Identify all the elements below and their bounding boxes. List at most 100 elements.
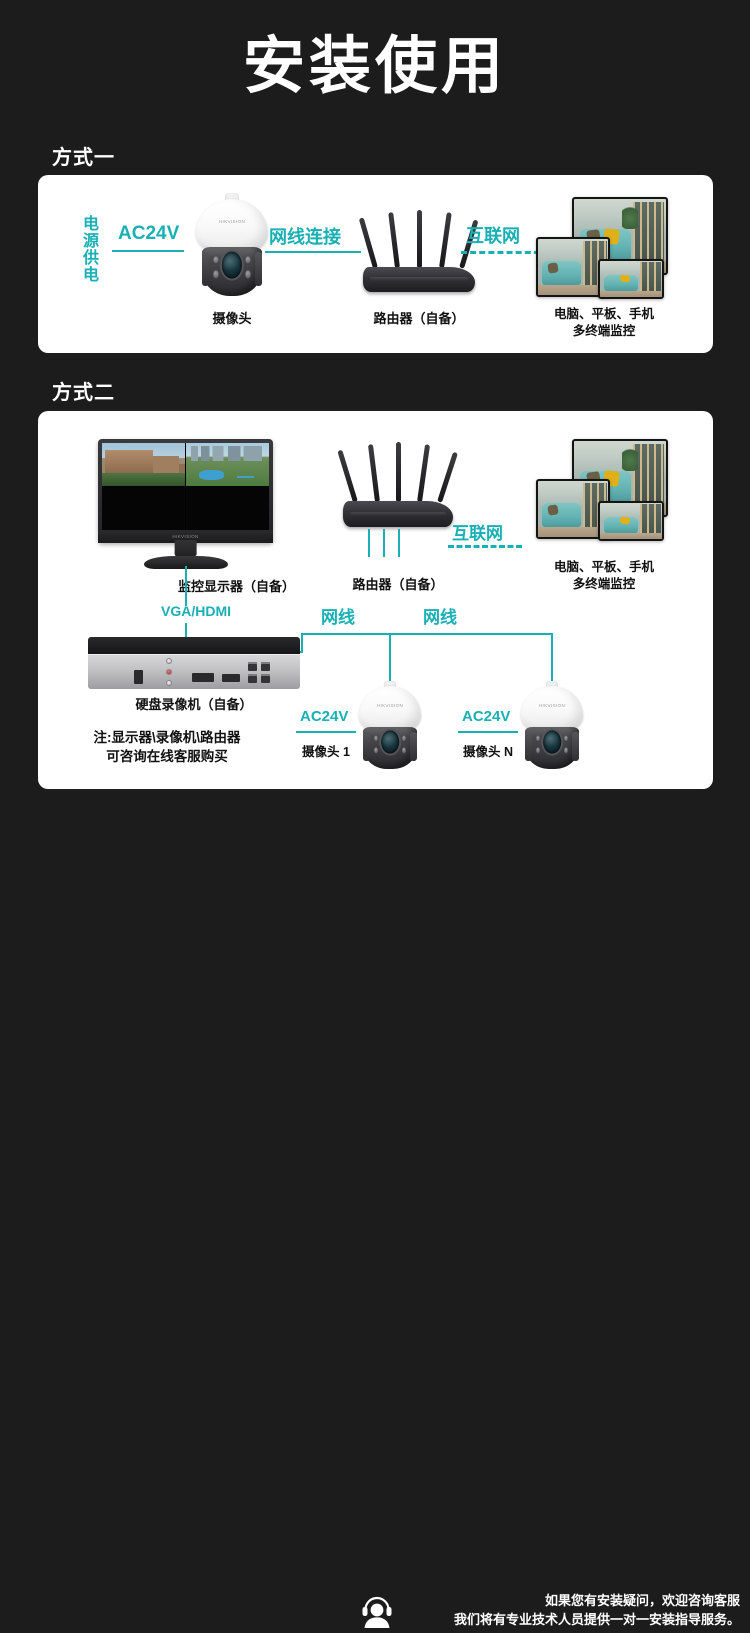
router-icon xyxy=(358,207,479,292)
ptz-camera-icon: HIKVISION xyxy=(356,681,424,777)
nvr-vga-port xyxy=(192,672,214,682)
camera-ir-led xyxy=(213,255,219,265)
footer-bar: 如果您有安装疑问，欢迎咨询客服 我们将有专业技术人员提供一对一安装指导服务。 xyxy=(0,788,750,1628)
camera-ir-led xyxy=(213,270,219,279)
router-antenna xyxy=(439,212,452,269)
nvr-top-shell xyxy=(88,637,300,655)
nvr-ethernet-port xyxy=(261,661,270,671)
monitor-icon: HIKVISION xyxy=(98,439,273,569)
vga-hdmi-line-vertical xyxy=(185,566,187,606)
scene-cushion xyxy=(547,261,559,274)
scene-plant xyxy=(621,445,639,471)
lan-line-to-nvr xyxy=(301,633,303,653)
nvr-hdmi-port xyxy=(222,673,240,682)
router-downlink-2 xyxy=(383,529,385,557)
camera-ir-led xyxy=(535,734,541,742)
camera-ir-led xyxy=(401,734,407,742)
vga-hdmi-line-drop xyxy=(185,623,187,649)
lan-bus-line xyxy=(301,633,551,635)
room-scene xyxy=(600,503,662,539)
room-scene xyxy=(538,481,608,537)
room-scene xyxy=(600,261,662,297)
camera-ir-led xyxy=(245,255,251,265)
router-antenna xyxy=(388,212,400,269)
scene-floor xyxy=(538,284,608,295)
router-antenna xyxy=(367,444,380,503)
tablet-screen xyxy=(536,237,610,297)
installation-guide-page: 安装使用 方式一 电源供电 AC24V HIKVISION 摄像头 网线连接 xyxy=(0,32,750,1628)
monitor-caption: 监控显示器（自备） xyxy=(178,579,296,594)
network-cable-label: 网线连接 xyxy=(269,227,341,247)
camera-lens xyxy=(221,251,243,279)
camera-dome: HIKVISION xyxy=(520,685,584,734)
footer-text: 如果您有安装疑问，欢迎咨询客服 我们将有专业技术人员提供一对一安装指导服务。 xyxy=(400,1591,740,1629)
router-caption: 路由器（自备） xyxy=(373,311,465,326)
camera-mount xyxy=(545,681,559,688)
router-icon xyxy=(337,439,458,527)
camera-ir-led xyxy=(401,747,407,755)
nvr-audio-port xyxy=(166,668,172,675)
multi-device-cluster-icon xyxy=(536,439,668,543)
network-cable-line xyxy=(265,251,361,253)
footer-line-1: 如果您有安装疑问，欢迎咨询客服 xyxy=(544,1593,740,1608)
lan-label-right: 网线 xyxy=(423,608,457,627)
devices-caption-line2: 多终端监控 xyxy=(572,577,636,591)
nvr-icon xyxy=(88,637,300,689)
camera1-power-underline xyxy=(296,731,356,733)
purchase-note-line1: 注:显示器\录像机\路由器 xyxy=(93,730,241,745)
nvr-bnc-port xyxy=(166,679,172,686)
monitor-brand-label: HIKVISION xyxy=(172,534,199,539)
ptz-camera-icon: HIKVISION xyxy=(193,193,271,305)
scene-park xyxy=(186,443,269,486)
ptz-camera-icon: HIKVISION xyxy=(518,681,586,777)
router-antenna xyxy=(358,217,378,269)
method-one-panel: 电源供电 AC24V HIKVISION 摄像头 网线连接 xyxy=(38,175,713,353)
scene-railing xyxy=(639,262,661,296)
section-heading-method-two: 方式二 xyxy=(52,382,115,404)
scene-railing xyxy=(639,504,661,538)
cameraN-power-underline xyxy=(458,731,518,733)
cameraN-caption: 摄像头 N xyxy=(462,745,513,759)
devices-caption-line2: 多终端监控 xyxy=(572,324,636,338)
multi-device-cluster-icon xyxy=(536,197,668,301)
scene-plant xyxy=(621,203,639,229)
nvr-bnc-port xyxy=(166,657,172,664)
router-antenna xyxy=(417,210,422,269)
camera-mount xyxy=(383,681,397,688)
camera-side-left xyxy=(201,252,209,286)
cameraN-power-label: AC24V xyxy=(462,708,511,725)
monitor-neck xyxy=(174,540,197,556)
lan-drop-camera-1 xyxy=(389,633,391,685)
lan-drop-camera-n xyxy=(551,633,553,685)
camera-brand-label: HIKVISION xyxy=(538,703,566,709)
footer-line-2: 我们将有专业技术人员提供一对一安装指导服务。 xyxy=(453,1612,740,1627)
scene-cushion xyxy=(547,503,559,516)
camera-ir-led xyxy=(535,747,541,755)
devices-caption-line1: 电脑、平板、手机 xyxy=(553,560,654,574)
scene-floor xyxy=(538,526,608,537)
router-antenna xyxy=(337,450,358,504)
phone-screen xyxy=(598,501,664,541)
camera-brand-label: HIKVISION xyxy=(376,703,404,709)
camera-ir-led xyxy=(373,747,379,755)
nvr-caption: 硬盘录像机（自备） xyxy=(135,697,253,712)
camera-mount xyxy=(224,193,240,201)
camera-ir-led xyxy=(373,734,379,742)
router-caption: 路由器（自备） xyxy=(352,577,444,592)
router-body xyxy=(343,500,453,527)
page-title: 安装使用 xyxy=(242,32,507,101)
camera-side-right xyxy=(572,731,579,761)
router-antenna xyxy=(396,442,401,503)
internet-dashed-line xyxy=(461,251,549,254)
camera-side-right xyxy=(255,252,263,286)
lan-label-left: 网线 xyxy=(321,608,355,627)
monitor-pane-2 xyxy=(186,443,269,486)
router-antenna xyxy=(417,444,431,503)
router-antenna xyxy=(437,452,458,504)
nvr-usb-port xyxy=(248,673,257,683)
internet-label: 互联网 xyxy=(452,524,503,543)
camera-dome: HIKVISION xyxy=(196,198,268,255)
section-heading-method-one: 方式一 xyxy=(52,147,115,169)
phone-screen xyxy=(598,259,664,299)
scene-floor xyxy=(600,290,662,297)
